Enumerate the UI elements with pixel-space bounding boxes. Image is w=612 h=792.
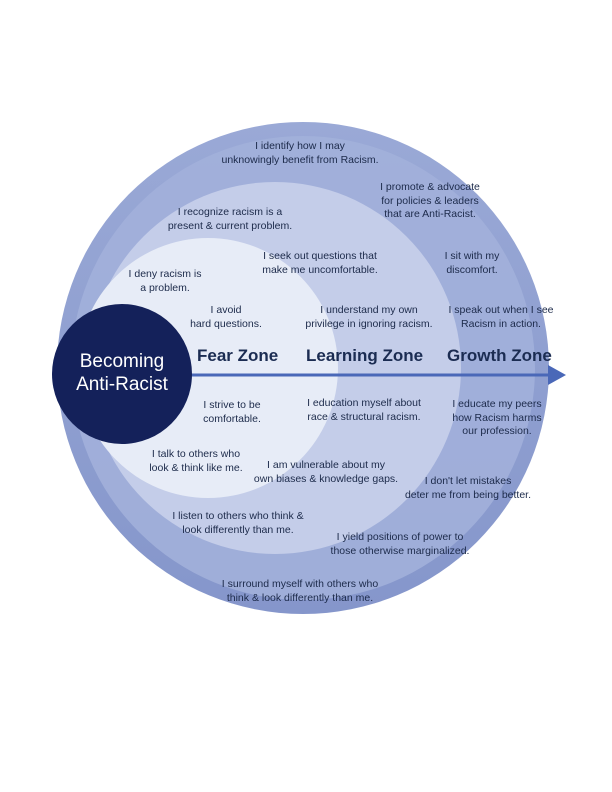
statement-benefit: I identify how I may unknowingly benefit… <box>221 140 379 166</box>
statement-avoid: I avoid hard questions. <box>190 304 262 330</box>
statement-educate-peers: I educate my peers how Racism harms our … <box>452 398 542 437</box>
growth-zone-label: Growth Zone <box>447 346 552 365</box>
learning-zone-label: Learning Zone <box>306 346 424 365</box>
fear-zone-label: Fear Zone <box>197 346 279 365</box>
statement-seek: I seek out questions that make me uncomf… <box>262 250 378 276</box>
direction-arrow-head <box>548 365 566 385</box>
statement-surround: I surround myself with others who think … <box>221 578 379 604</box>
statement-speak: I speak out when I see Racism in action. <box>448 304 554 330</box>
statement-recognize: I recognize racism is a present & curren… <box>167 206 293 232</box>
statement-vulnerable: I am vulnerable about my own biases & kn… <box>253 459 399 485</box>
statement-yield: I yield positions of power to those othe… <box>330 531 470 557</box>
statement-sit: I sit with my discomfort. <box>444 250 500 276</box>
statement-educate-self: I education myself about race & structur… <box>307 397 421 423</box>
statement-talk: I talk to others who look & think like m… <box>149 448 243 474</box>
core-circle <box>52 304 192 444</box>
statement-deny: I deny racism is a problem. <box>128 268 202 294</box>
core-label: Becoming Anti-Racist <box>76 351 168 395</box>
statement-mistakes: I don't let mistakes deter me from being… <box>404 475 532 501</box>
statement-comfortable: I strive to be comfortable. <box>203 399 261 425</box>
statement-listen: I listen to others who think & look diff… <box>172 510 304 536</box>
statement-advocate: I promote & advocate for policies & lead… <box>380 181 480 220</box>
statement-privilege: I understand my own privilege in ignorin… <box>305 304 433 330</box>
